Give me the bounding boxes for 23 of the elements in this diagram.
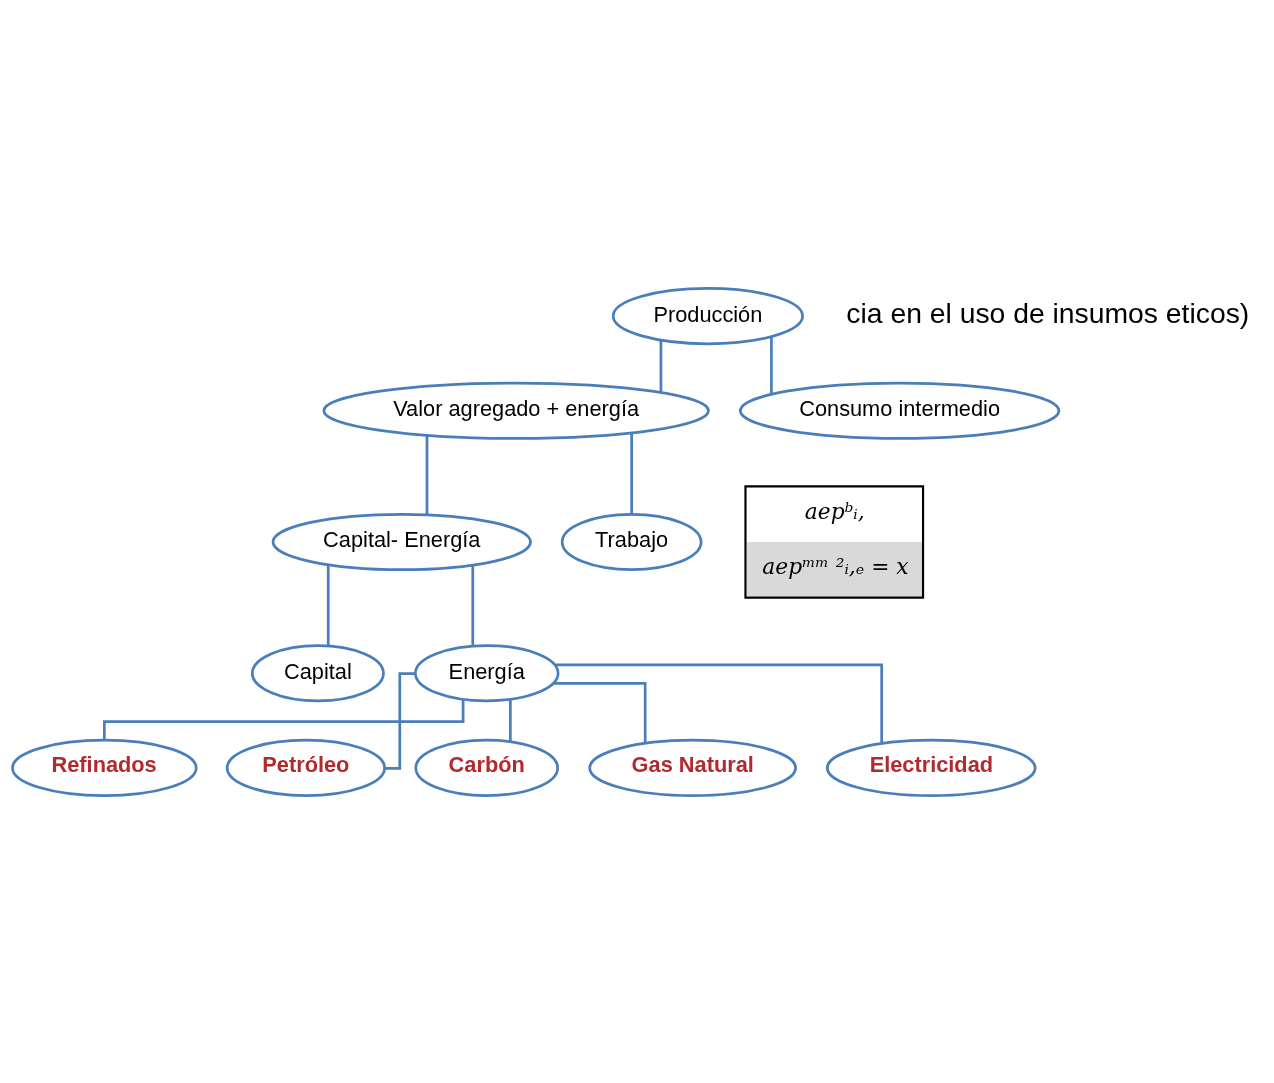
connector bbox=[425, 434, 429, 515]
node-ellipse: Valor agregado + energía bbox=[322, 381, 710, 440]
connector bbox=[770, 336, 773, 394]
node-ellipse: Capital- Energía bbox=[271, 512, 532, 571]
node-ellipse: Refinados bbox=[11, 738, 198, 797]
node-ellipse: Trabajo bbox=[560, 512, 703, 571]
connector bbox=[326, 564, 330, 646]
connector bbox=[384, 671, 415, 770]
node-ellipse: Electricidad bbox=[825, 738, 1037, 797]
connector bbox=[553, 681, 647, 743]
connector bbox=[471, 564, 475, 646]
connector bbox=[659, 340, 663, 392]
connector bbox=[509, 699, 512, 742]
node-ellipse: Producción bbox=[611, 286, 804, 345]
node-ellipse: Capital bbox=[250, 643, 385, 702]
node-ellipse: Consumo intermedio bbox=[738, 381, 1061, 440]
node-ellipse: Energía bbox=[414, 643, 560, 702]
connector bbox=[555, 663, 884, 743]
node-ellipse: Petróleo bbox=[225, 738, 386, 797]
node-ellipse: Gas Natural bbox=[588, 738, 797, 797]
label: cia en el uso de insumos eticos) bbox=[846, 296, 1250, 329]
node-ellipse: Carbón bbox=[414, 738, 560, 797]
connector bbox=[630, 432, 633, 514]
